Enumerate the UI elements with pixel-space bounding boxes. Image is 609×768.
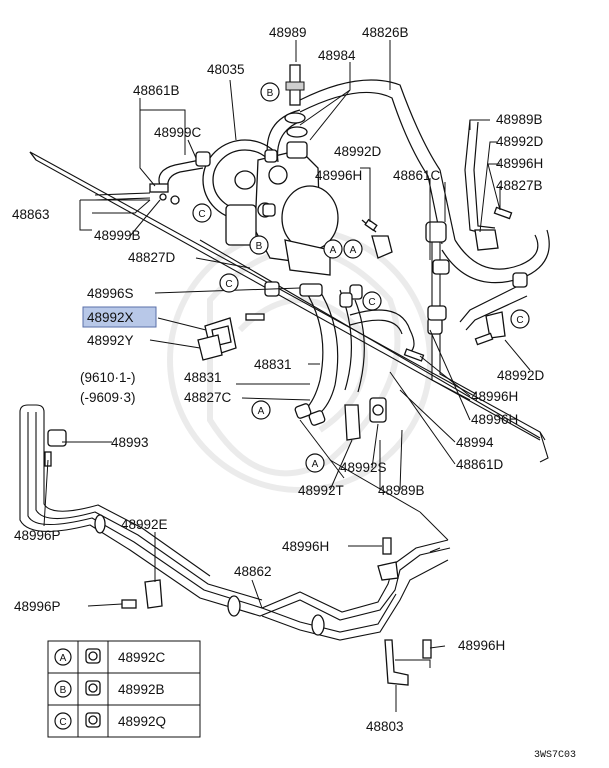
clamp-48992S — [369, 397, 387, 423]
legend-table: A 48992C B 48992B C 48992Q — [47, 640, 201, 738]
marker-C-4: C — [510, 309, 530, 329]
label-48989B-right: 48989B — [496, 112, 543, 127]
label-48863: 48863 — [12, 207, 50, 222]
label-48984: 48984 — [318, 48, 356, 63]
label-48996S: 48996S — [87, 286, 134, 301]
label-48992D-lower: 48992D — [497, 368, 545, 383]
highlight-box[interactable] — [82, 306, 157, 328]
label-48862: 48862 — [234, 564, 272, 579]
label-48996H-low: 48996H — [282, 539, 329, 554]
part-labels: 48989 48826B 48035 48984 48861B 48999C 4… — [12, 25, 545, 734]
label-48994: 48994 — [456, 435, 494, 450]
label-date-b: (-9609·3) — [80, 390, 136, 405]
label-48827D: 48827D — [128, 250, 176, 265]
marker-B-1: B — [260, 82, 280, 102]
label-48996H-br2: 48996H — [471, 412, 518, 427]
grommet-icon — [85, 648, 101, 664]
label-48996H-mid: 48996H — [315, 168, 362, 183]
marker-A-2: A — [343, 239, 363, 259]
label-48826B: 48826B — [362, 25, 409, 40]
legend-part: 48992C — [118, 650, 166, 665]
label-48999B: 48999B — [94, 228, 141, 243]
bolts — [44, 206, 513, 659]
label-48992D-top: 48992D — [334, 144, 382, 159]
grommet-icon — [85, 712, 101, 728]
legend-row-C: C 48992Q — [54, 712, 166, 730]
pipe-48861C — [425, 221, 477, 401]
label-48989: 48989 — [269, 25, 307, 40]
grommet-icon — [85, 680, 101, 696]
label-48992X[interactable]: 48992X — [87, 310, 134, 325]
marker-A-4: A — [305, 453, 325, 473]
marker-letter: C — [516, 315, 523, 326]
label-48827B: 48827B — [496, 178, 543, 193]
legend-part: 48992Q — [118, 714, 166, 729]
marker-letter: A — [330, 245, 337, 256]
pipe-48863 — [94, 192, 180, 205]
label-48035: 48035 — [207, 62, 245, 77]
clamp-48992Y — [197, 334, 223, 361]
label-48992E: 48992E — [121, 517, 168, 532]
bolt-stack-48989 — [284, 64, 308, 159]
marker-C-2: C — [219, 273, 239, 293]
power-steering-pump — [202, 139, 339, 276]
label-48861C: 48861C — [393, 168, 441, 183]
legend-row-B: B 48992B — [54, 680, 165, 698]
label-48996H-bottom: 48996H — [458, 638, 505, 653]
bracket-48992D-top — [371, 235, 393, 259]
bracket-48992D-lower — [485, 311, 506, 339]
marker-letter: B — [256, 241, 263, 252]
marker-C-1: C — [192, 203, 212, 223]
marker-A-1: A — [323, 239, 343, 259]
label-48992Y: 48992Y — [87, 333, 134, 348]
label-48827C: 48827C — [184, 390, 232, 405]
frame-rail — [29, 151, 549, 463]
marker-letter: C — [198, 209, 205, 220]
label-48996H-br1: 48996H — [471, 389, 518, 404]
label-48831-b: 48831 — [184, 370, 222, 385]
label-48992D-right: 48992D — [496, 134, 544, 149]
marker-B-2: B — [249, 235, 269, 255]
label-48989B-bottom: 48989B — [378, 483, 425, 498]
label-48831-a: 48831 — [254, 357, 292, 372]
label-48996P-b: 48996P — [14, 599, 61, 614]
legend-part: 48992B — [118, 682, 165, 697]
label-48996H-right: 48996H — [496, 156, 543, 171]
pipe-48862 — [19, 404, 451, 641]
label-48999C: 48999C — [154, 125, 202, 140]
hose-48861B — [149, 151, 211, 193]
leader-lines — [43, 40, 531, 712]
legend-row-A: A 48992C — [54, 648, 166, 666]
marker-C-3: C — [362, 291, 382, 311]
label-48861D: 48861D — [456, 457, 504, 472]
marker-letter: C — [368, 297, 375, 308]
label-48992S: 48992S — [340, 460, 387, 475]
legend-marker: A — [60, 653, 67, 664]
marker-A-3: A — [251, 400, 271, 420]
diagram-code: 3WS7C03 — [534, 750, 576, 761]
fittings — [262, 149, 528, 426]
marker-letter: C — [225, 279, 232, 290]
hose-48827B — [441, 119, 550, 331]
marker-letter: B — [267, 88, 274, 99]
legend-marker: C — [59, 717, 66, 728]
marker-letter: A — [258, 406, 265, 417]
marker-letter: A — [350, 245, 357, 256]
bracket-48803 — [384, 639, 431, 686]
bracket-48992T — [344, 404, 361, 441]
marker-letter: A — [312, 459, 319, 470]
label-48993: 48993 — [111, 435, 149, 450]
bracket-48996H-low — [377, 561, 399, 581]
label-date-a: (9610·1-) — [80, 370, 136, 385]
legend-marker: B — [60, 685, 67, 696]
bracket-48992D-right — [474, 229, 499, 251]
label-48803: 48803 — [366, 719, 404, 734]
bracket-48992E — [144, 579, 163, 609]
label-48996P-a: 48996P — [14, 528, 61, 543]
label-48861B: 48861B — [133, 83, 180, 98]
highlighted-part-48992X[interactable]: 48992X — [82, 306, 157, 328]
label-48992T: 48992T — [298, 483, 344, 498]
